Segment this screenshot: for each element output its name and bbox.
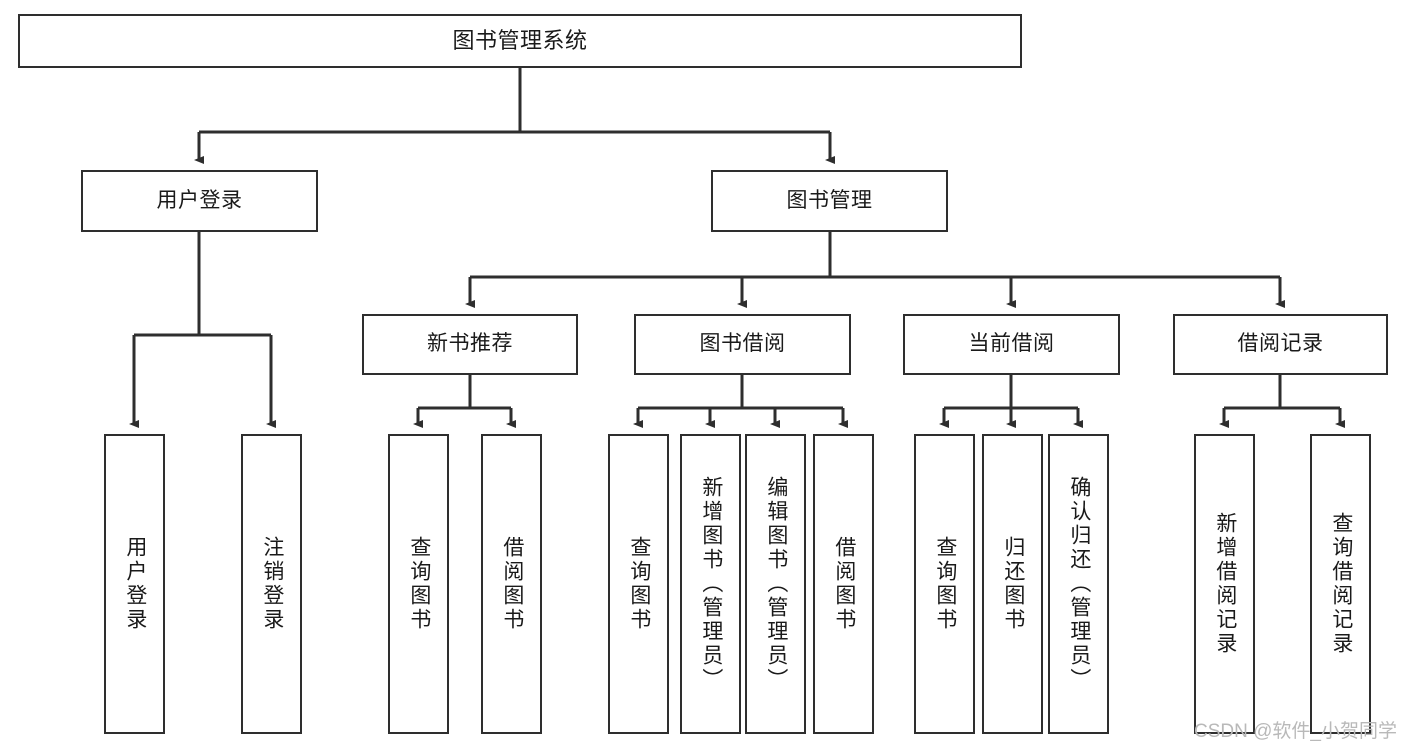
node-book-borrow[interactable]: 图书借阅: [634, 314, 851, 375]
node-leaf-query-book-borrow[interactable]: 查询图书: [608, 434, 669, 734]
node-leaf-query-book-current[interactable]: 查询图书: [914, 434, 975, 734]
node-leaf-add-borrow-record[interactable]: 新增借阅记录: [1194, 434, 1255, 734]
node-user-login[interactable]: 用户登录: [81, 170, 318, 232]
node-leaf-user-login[interactable]: 用户登录: [104, 434, 165, 734]
node-leaf-borrow-book[interactable]: 借阅图书: [813, 434, 874, 734]
node-current-borrow[interactable]: 当前借阅: [903, 314, 1120, 375]
node-leaf-query-borrow-record[interactable]: 查询借阅记录: [1310, 434, 1371, 734]
watermark: CSDN @软件_小贺同学: [1194, 721, 1397, 742]
node-borrow-record[interactable]: 借阅记录: [1173, 314, 1388, 375]
node-leaf-logout[interactable]: 注销登录: [241, 434, 302, 734]
node-root[interactable]: 图书管理系统: [18, 14, 1022, 68]
node-leaf-add-book-admin[interactable]: 新增图书（管理员）: [680, 434, 741, 734]
node-book-manage[interactable]: 图书管理: [711, 170, 948, 232]
node-new-book-recommend[interactable]: 新书推荐: [362, 314, 578, 375]
node-leaf-borrow-book-recommend[interactable]: 借阅图书: [481, 434, 542, 734]
node-leaf-confirm-return-admin[interactable]: 确认归还（管理员）: [1048, 434, 1109, 734]
node-leaf-return-book[interactable]: 归还图书: [982, 434, 1043, 734]
node-leaf-query-book-recommend[interactable]: 查询图书: [388, 434, 449, 734]
node-leaf-edit-book-admin[interactable]: 编辑图书（管理员）: [745, 434, 806, 734]
